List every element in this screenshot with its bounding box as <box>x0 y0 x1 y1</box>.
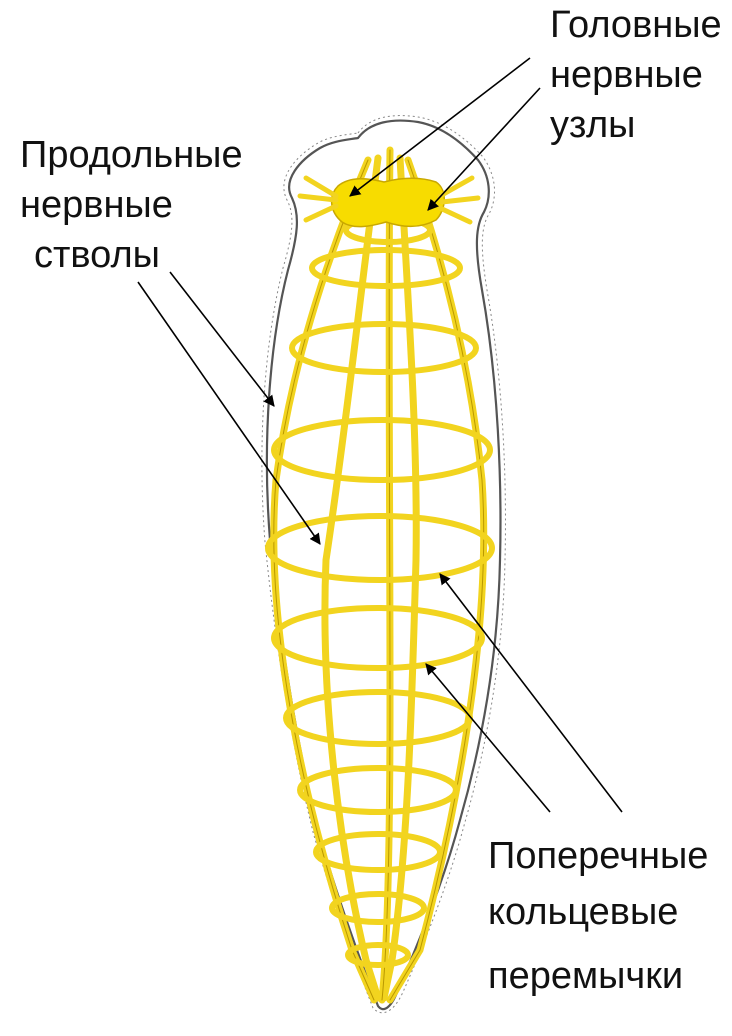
label-line: нервные <box>550 50 722 100</box>
label-line: стволы <box>20 230 243 280</box>
label-transverse-connectives: Поперечные кольцевые перемычки <box>488 828 708 1004</box>
label-line: Продольные <box>20 130 243 180</box>
label-line: перемычки <box>488 948 708 1004</box>
label-line: узлы <box>550 100 722 150</box>
ganglia-mass <box>332 178 445 226</box>
label-line: кольцевые <box>488 884 708 940</box>
body-outline <box>267 121 501 1010</box>
label-line: Головные <box>550 0 722 50</box>
label-line: нервные <box>20 180 243 230</box>
pointer-trunks-outer <box>170 272 274 406</box>
label-head-ganglia: Головные нервные узлы <box>550 0 722 150</box>
label-longitudinal-trunks: Продольные нервные стволы <box>20 130 243 280</box>
label-line: Поперечные <box>488 828 708 884</box>
